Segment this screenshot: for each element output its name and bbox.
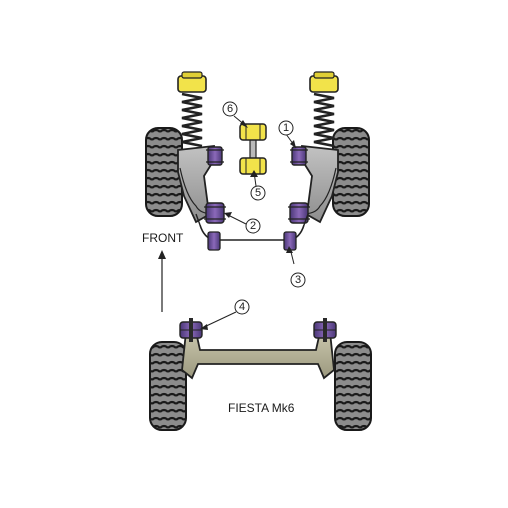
front-direction-label: FRONT xyxy=(142,231,184,245)
front-right-arm-front-bush xyxy=(290,146,308,166)
rear-right-beam-bush xyxy=(313,318,337,342)
model-label: FIESTA Mk6 xyxy=(228,401,295,415)
callout-3-number: 3 xyxy=(295,274,301,286)
callout-3: 3 xyxy=(290,272,306,288)
callout-6-number: 6 xyxy=(227,103,233,115)
front-left-arm-front-bush xyxy=(206,146,224,166)
front-anti-roll-bar xyxy=(195,213,309,241)
callout-1: 1 xyxy=(278,120,294,136)
front-left-tyre xyxy=(145,127,183,217)
front-direction-arrow xyxy=(158,250,166,312)
callout-4: 4 xyxy=(234,299,250,315)
front-left-spring xyxy=(177,71,207,148)
callout-5: 5 xyxy=(250,185,266,201)
front-left-arm-rear-bush xyxy=(204,202,226,224)
callout-5-number: 5 xyxy=(255,187,261,199)
rear-right-tyre xyxy=(334,341,372,431)
front-right-spring xyxy=(309,71,339,148)
engine-mount-link xyxy=(239,123,267,175)
callout-arrowheads xyxy=(200,120,296,330)
callout-1-number: 1 xyxy=(283,122,289,134)
callout-6: 6 xyxy=(222,101,238,117)
callout-2-number: 2 xyxy=(250,220,256,232)
arrow-up-icon xyxy=(158,250,166,259)
rear-left-beam-bush xyxy=(179,318,203,342)
front-right-arm-rear-bush xyxy=(288,202,310,224)
front-left-anti-roll-bar-bush xyxy=(207,231,221,251)
callout-2: 2 xyxy=(245,218,261,234)
rear-twist-beam xyxy=(181,331,335,380)
callout-4-number: 4 xyxy=(239,301,245,313)
front-right-anti-roll-bar-bush xyxy=(283,231,297,251)
rear-left-tyre xyxy=(149,341,187,431)
